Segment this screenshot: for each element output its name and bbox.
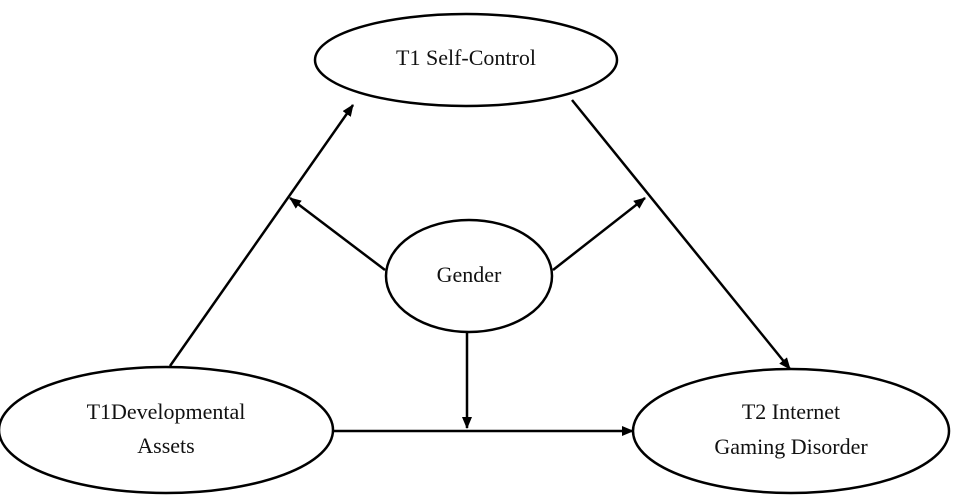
- node-gender: Gender: [384, 218, 554, 334]
- edge-gender-moderates-left: [289, 197, 386, 271]
- edge-selfcontrol-to-gaming: [571, 99, 791, 370]
- node-developmental-assets: T1Developmental Assets: [0, 365, 335, 495]
- edge-assets-to-selfcontrol: [168, 104, 355, 367]
- node-self-control-label: T1 Self-Control: [396, 45, 536, 70]
- node-internet-gaming-line2: Gaming Disorder: [714, 434, 868, 459]
- node-internet-gaming-line1: T2 Internet: [742, 399, 840, 424]
- node-developmental-assets-line2: Assets: [137, 433, 194, 458]
- node-developmental-assets-line1: T1Developmental: [87, 399, 246, 424]
- node-gender-label: Gender: [437, 262, 502, 287]
- node-internet-gaming-disorder: T2 Internet Gaming Disorder: [631, 367, 951, 495]
- node-self-control: T1 Self-Control: [313, 12, 619, 108]
- edge-gender-moderates-right: [552, 197, 646, 271]
